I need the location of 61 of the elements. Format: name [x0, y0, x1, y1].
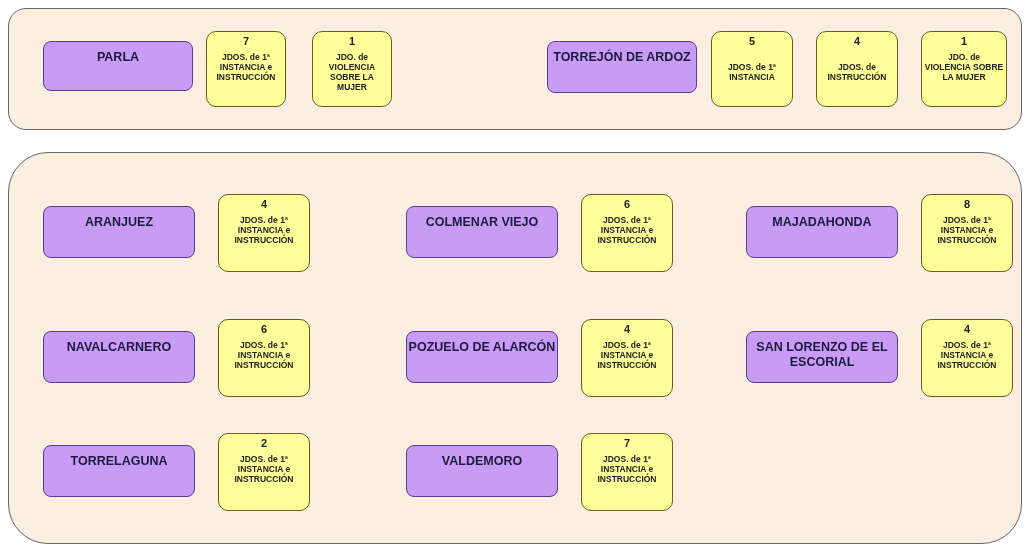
place-box	[406, 206, 558, 258]
court-type: JDOS. de 1ª INSTANCIA e INSTRUCCIÓN	[936, 215, 998, 245]
place-box	[406, 445, 558, 497]
region-panel	[8, 8, 1022, 130]
court-count: 7	[623, 437, 631, 450]
court-box	[581, 319, 673, 397]
court-box	[206, 31, 286, 107]
court-count: 6	[260, 323, 268, 336]
place-box	[43, 41, 193, 91]
court-count: 4	[963, 323, 971, 336]
court-type: JDOS. de 1ª INSTANCIA e INSTRUCCIÓN	[233, 215, 295, 245]
place-box	[43, 331, 195, 383]
court-count: 2	[260, 437, 268, 450]
court-count: 7	[242, 35, 250, 48]
region-panel	[8, 152, 1022, 544]
court-box	[312, 31, 392, 107]
court-type: JDOS. de 1ª INSTANCIA	[727, 62, 777, 82]
court-count: 5	[748, 35, 756, 48]
place-box	[547, 41, 697, 93]
court-box	[711, 31, 793, 107]
place-box	[746, 206, 898, 258]
court-count: 8	[963, 198, 971, 211]
court-count: 1	[960, 35, 968, 48]
court-count: 4	[260, 198, 268, 211]
court-box	[218, 433, 310, 511]
place-box	[43, 206, 195, 258]
place-box	[406, 331, 558, 383]
court-box	[921, 194, 1013, 272]
place-name: POZUELO DE ALARCÓN	[408, 340, 556, 355]
place-name: MAJADAHONDA	[772, 215, 872, 230]
place-box	[43, 445, 195, 497]
court-type: JDOS. de 1ª INSTANCIA e INSTRUCCIÓN	[936, 340, 998, 370]
place-name: ARANJUEZ	[84, 215, 154, 230]
place-name: PARLA	[96, 50, 140, 65]
court-type: JDOS. de 1ª INSTANCIA e INSTRUCCIÓN	[215, 52, 277, 82]
court-count: 1	[348, 35, 356, 48]
court-box	[218, 319, 310, 397]
place-name: SAN LORENZO DE EL ESCORIAL	[755, 340, 889, 370]
court-type: JDO. de VIOLENCIA SOBRE LA MUJER	[924, 52, 1004, 82]
court-type: JDOS. de 1ª INSTANCIA e INSTRUCCIÓN	[233, 340, 295, 370]
court-count: 4	[853, 35, 861, 48]
place-name: TORREJÓN DE ARDOZ	[553, 50, 691, 65]
court-box	[218, 194, 310, 272]
court-box	[816, 31, 898, 107]
place-name: COLMENAR VIEJO	[425, 215, 539, 230]
court-count: 6	[623, 198, 631, 211]
court-box	[581, 433, 673, 511]
place-box	[746, 331, 898, 383]
court-box	[581, 194, 673, 272]
court-type: JDOS. de 1ª INSTANCIA e INSTRUCCIÓN	[596, 340, 658, 370]
court-type: JDO. de VIOLENCIA SOBRE LA MUJER	[327, 52, 377, 92]
place-name: TORRELAGUNA	[70, 454, 168, 469]
court-box	[921, 31, 1007, 107]
court-type: JDOS. de 1ª INSTANCIA e INSTRUCCIÓN	[596, 215, 658, 245]
place-name: VALDEMORO	[441, 454, 523, 469]
court-type: JDOS. de INSTRUCCIÓN	[826, 62, 888, 82]
court-type: JDOS. de 1ª INSTANCIA e INSTRUCCIÓN	[233, 454, 295, 484]
court-type: JDOS. de 1ª INSTANCIA e INSTRUCCIÓN	[596, 454, 658, 484]
place-name: NAVALCARNERO	[66, 340, 172, 355]
court-count: 4	[623, 323, 631, 336]
court-box	[921, 319, 1013, 397]
